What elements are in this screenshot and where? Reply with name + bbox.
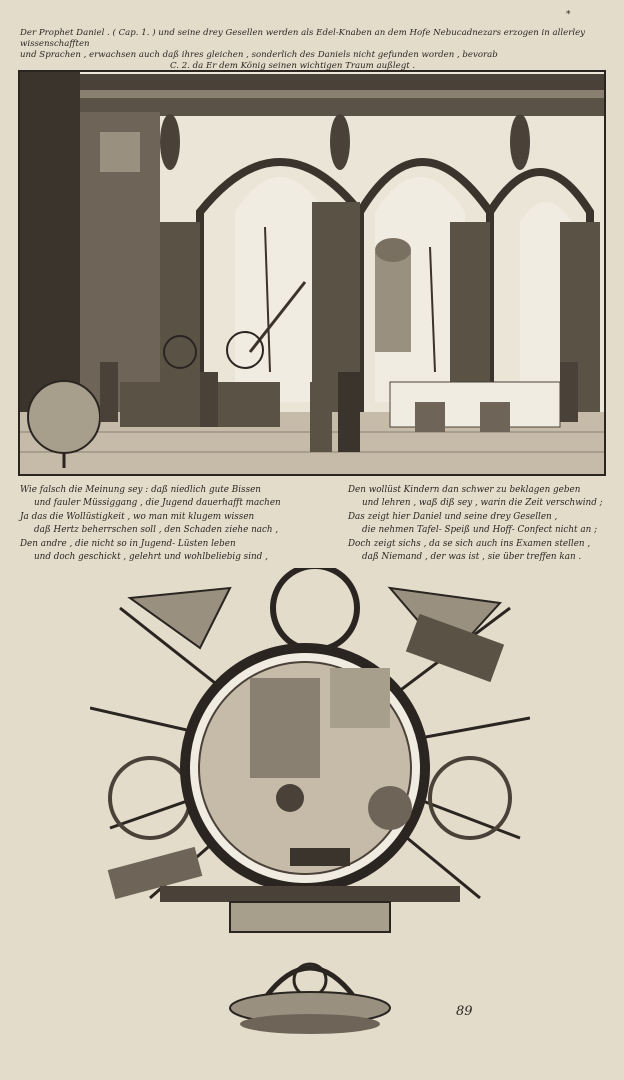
verse-line: daß Niemand , der was ist , sie über tre… <box>362 552 582 563</box>
verse-line: und doch geschickt , gelehrt und wohlbel… <box>34 552 268 563</box>
emblem-drawing <box>89 563 531 1034</box>
verse-line: Wie falsch die Meinung sey : daß niedlic… <box>20 485 261 495</box>
verse-line: Doch zeigt sichs , da se sich auch ins E… <box>348 538 591 549</box>
page-number: 89 <box>456 1004 473 1019</box>
caption-line-2: und Sprachen , erwachsen auch daß ihres … <box>20 50 498 60</box>
verse-line: Den wollüst Kindern dan schwer zu beklag… <box>348 485 581 495</box>
verse-line: und lehren , waß diß sey , warin die Zei… <box>362 498 603 509</box>
verse-left-column: Wie falsch die Meinung sey : daß niedlic… <box>20 484 305 564</box>
verse-line: daß Hertz beherrschen soll , den Schaden… <box>34 525 279 536</box>
verse-line: Den andre , die nicht so in Jugend- Lüst… <box>20 538 236 549</box>
instrument-emblem-vignette <box>89 563 531 1038</box>
verse-line: Ja das die Wollüstigkeit , wo man mit kl… <box>20 511 255 522</box>
verse-line: Das zeigt hier Daniel und seine drey Ges… <box>348 511 558 522</box>
caption-line-1: Der Prophet Daniel . ( Cap. 1. ) und sei… <box>20 28 586 49</box>
verse-right-column: Den wollüst Kindern dan schwer zu beklag… <box>348 484 624 564</box>
verse-line: und fauler Müssiggang , die Jugend dauer… <box>34 498 281 509</box>
page-mark: * <box>566 10 571 20</box>
engraving-hall-scene <box>18 70 606 476</box>
verse-line: die nehmen Tafel- Speiß und Hoff- Confec… <box>362 525 598 536</box>
caption: Der Prophet Daniel . ( Cap. 1. ) und sei… <box>20 28 610 72</box>
caption-line-3: C. 2. da Er dem König seinen wichtigen T… <box>170 61 416 71</box>
hall-scene-drawing <box>20 72 604 474</box>
